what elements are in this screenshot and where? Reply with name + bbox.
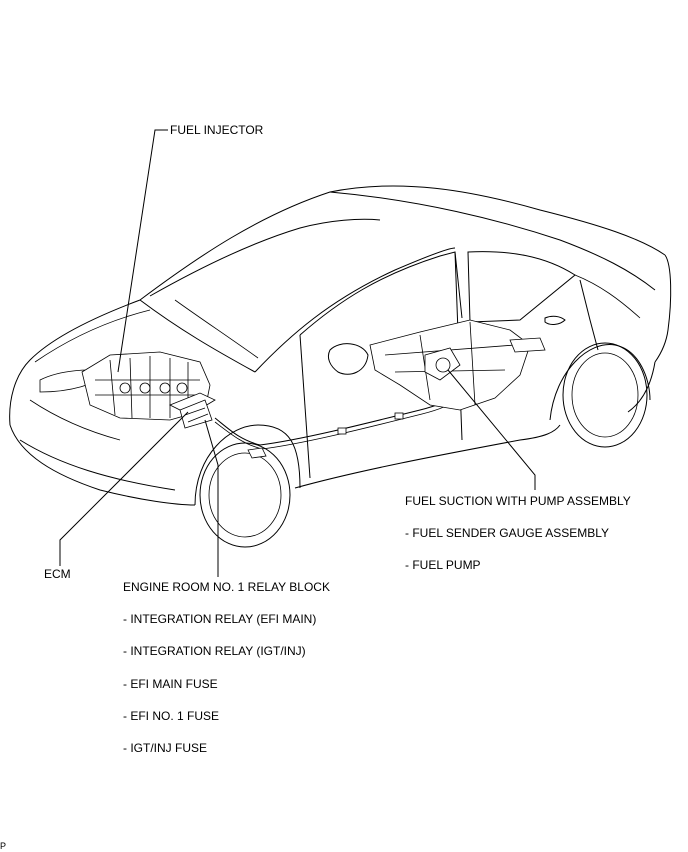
ecm-label: ECM [44, 567, 71, 581]
rear-wheel [549, 342, 651, 448]
car-body-outline [9, 185, 672, 506]
fuel-pump-item: - FUEL PUMP [405, 558, 481, 572]
fuel-pump-title: FUEL SUCTION WITH PUMP ASSEMBLY [405, 494, 631, 508]
front-wheel [194, 424, 301, 548]
relay-block-item: - INTEGRATION RELAY (EFI MAIN) [123, 612, 317, 626]
relay-block-item: - EFI MAIN FUSE [123, 677, 218, 691]
fuel-pump-item: - FUEL SENDER GAUGE ASSEMBLY [405, 526, 610, 540]
relay-block-ecm [169, 392, 216, 429]
relay-block-item: - INTEGRATION RELAY (IGT/INJ) [123, 644, 306, 658]
footer-mark: P [0, 841, 7, 851]
relay-block-title: ENGINE ROOM NO. 1 RELAY BLOCK [123, 580, 330, 594]
fuel-line [214, 394, 458, 459]
relay-block-item: - IGT/INJ FUSE [123, 741, 207, 755]
fuel-tank-assembly [369, 319, 546, 411]
leader-lines [59, 129, 536, 577]
relay-block-item: - EFI NO. 1 FUSE [123, 709, 220, 723]
fuel-injector-label: FUEL INJECTOR [170, 123, 264, 137]
